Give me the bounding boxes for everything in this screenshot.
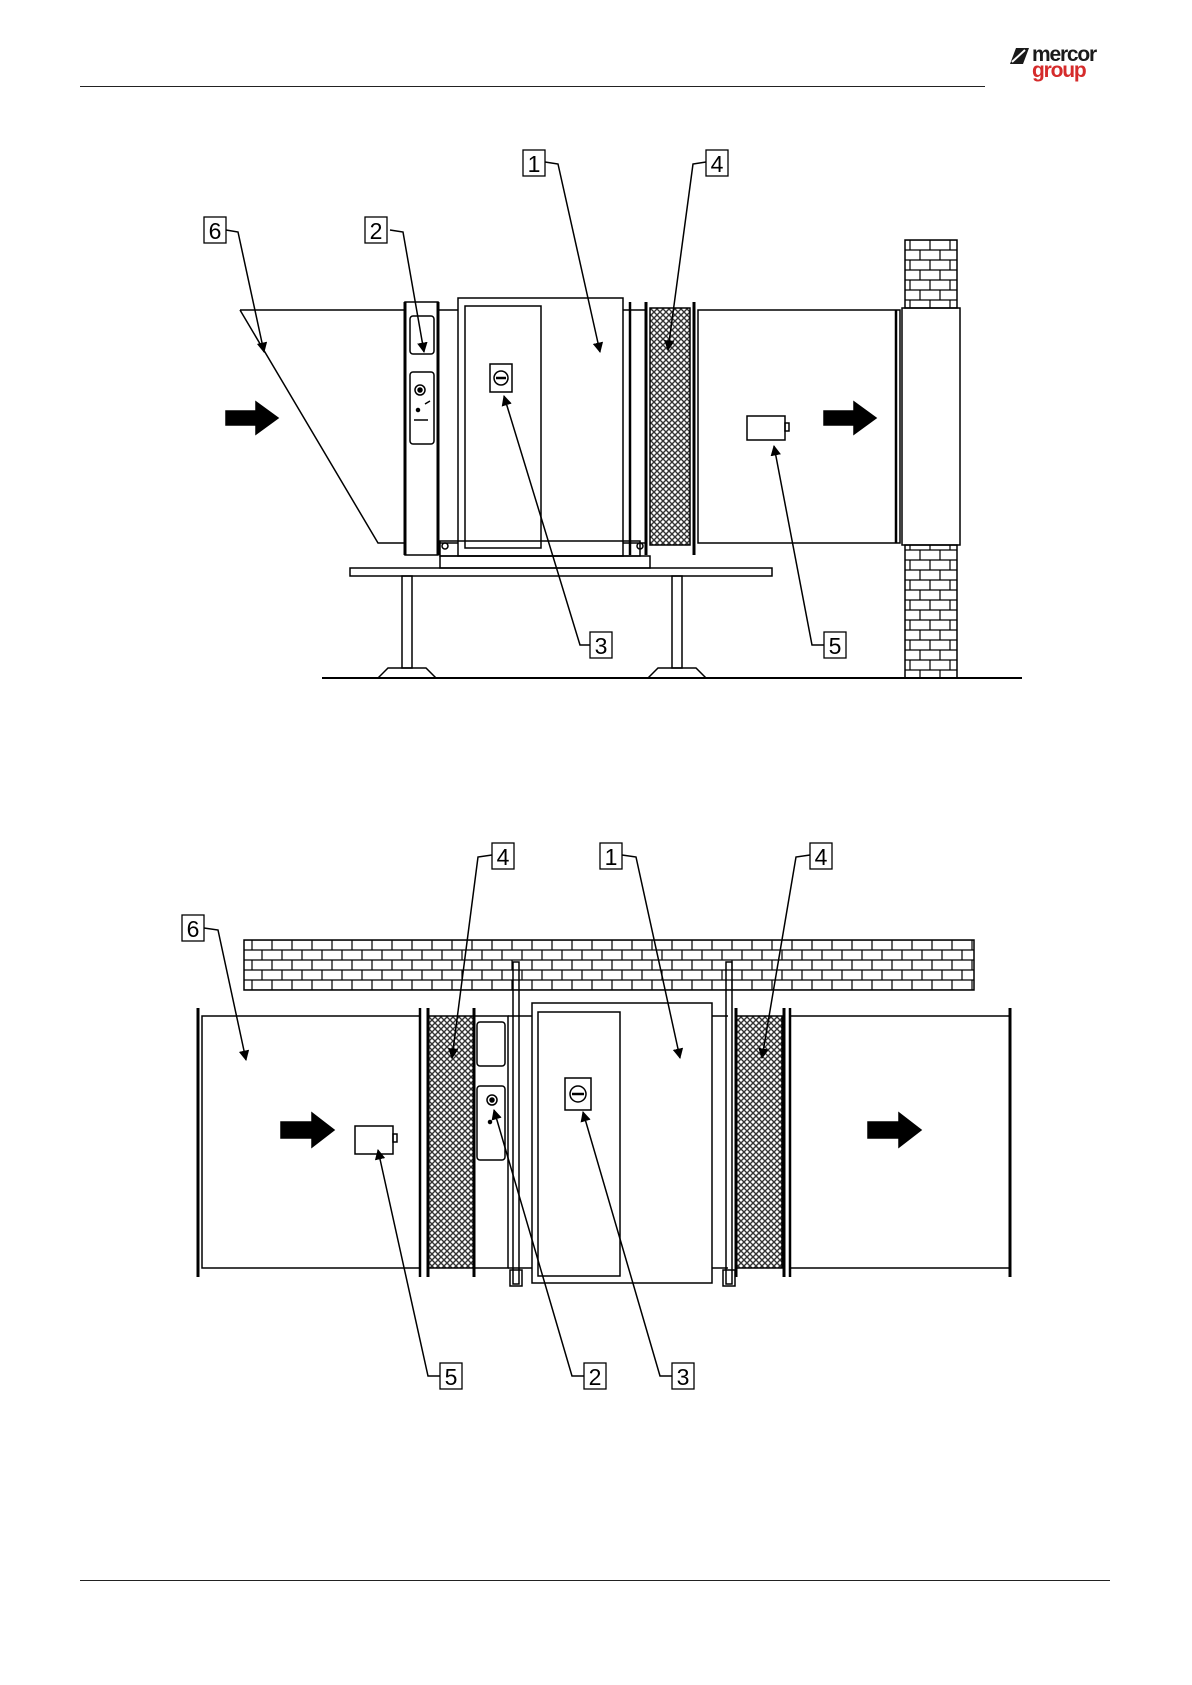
callout-6: 6 <box>209 218 222 244</box>
outlet-duct <box>698 310 900 543</box>
callout-plan-3: 3 <box>677 1364 690 1390</box>
inlet-duct-plan <box>202 1016 420 1268</box>
airflow-out-arrow-plan <box>868 1113 921 1147</box>
support-table-top <box>350 568 772 576</box>
main-unit-plan <box>532 1003 712 1283</box>
wall-plan <box>244 940 974 990</box>
callout-plan-1: 1 <box>605 844 618 870</box>
sensor-box <box>747 416 785 440</box>
callout-3: 3 <box>595 633 608 659</box>
top-callouts: 1 2 3 4 5 6 <box>204 150 846 659</box>
wall-lower <box>905 545 957 678</box>
top-diagram <box>226 162 1022 678</box>
bottom-diagram <box>198 855 1010 1376</box>
airflow-out-arrow <box>824 402 876 434</box>
filter-right-plan <box>736 1016 782 1268</box>
leader-lines-plan <box>204 855 810 1376</box>
airflow-in-arrow-plan <box>281 1113 334 1147</box>
callout-plan-2: 2 <box>589 1364 602 1390</box>
filter-left-plan <box>428 1016 474 1268</box>
callout-1: 1 <box>528 151 541 177</box>
wall-opening-frame <box>902 308 960 545</box>
callout-plan-6: 6 <box>187 916 200 942</box>
leader-lines <box>226 162 824 645</box>
airflow-in-arrow <box>226 402 278 434</box>
main-unit-door-plan <box>538 1012 620 1276</box>
callout-4: 4 <box>711 151 724 177</box>
callout-plan-4-right: 4 <box>815 844 828 870</box>
wall-upper <box>905 240 957 308</box>
callout-5: 5 <box>829 633 842 659</box>
filter-section <box>650 308 690 545</box>
callout-2: 2 <box>370 218 383 244</box>
sensor-box-plan <box>355 1126 393 1154</box>
main-unit-door <box>465 306 541 548</box>
callout-plan-4-left: 4 <box>497 844 510 870</box>
callout-plan-5: 5 <box>445 1364 458 1390</box>
damper-actuator <box>410 372 434 444</box>
